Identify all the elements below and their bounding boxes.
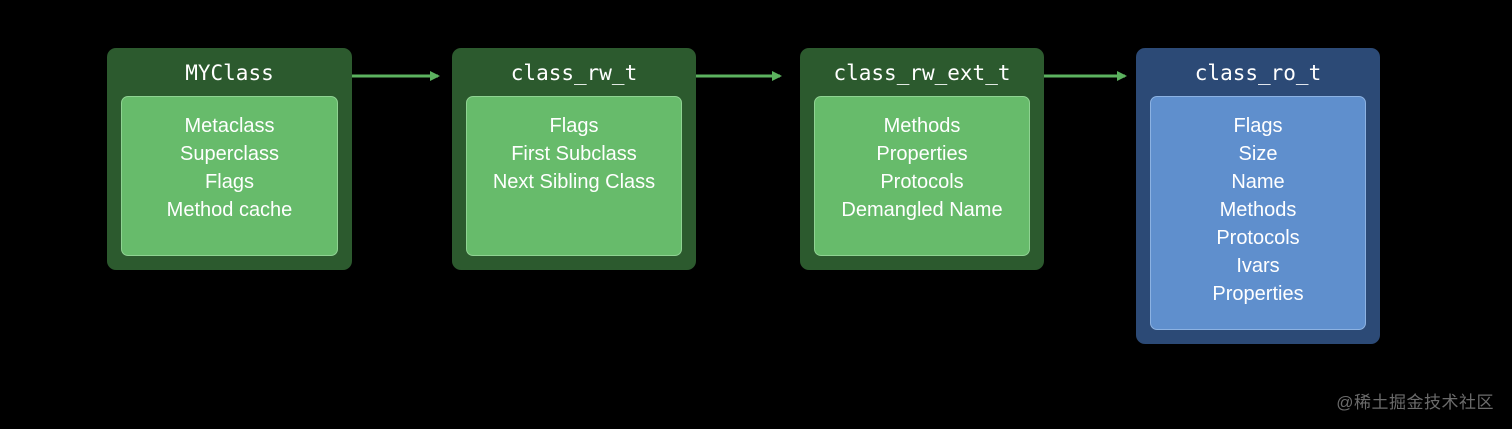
field: Method cache bbox=[166, 199, 293, 221]
node-fields: Flags First Subclass Next Sibling Class bbox=[466, 96, 682, 256]
node-fields: Methods Properties Protocols Demangled N… bbox=[814, 96, 1030, 256]
field: Size bbox=[1238, 143, 1278, 165]
field: First Subclass bbox=[511, 143, 637, 165]
field: Ivars bbox=[1236, 255, 1280, 277]
field: Protocols bbox=[1216, 227, 1300, 249]
node-fields: Flags Size Name Methods Protocols Ivars … bbox=[1150, 96, 1366, 330]
field: Metaclass bbox=[184, 115, 275, 137]
field: Protocols bbox=[880, 171, 964, 193]
watermark: @稀土掘金技术社区 bbox=[1336, 393, 1494, 412]
field: Demangled Name bbox=[841, 199, 1003, 221]
field: Name bbox=[1231, 171, 1285, 193]
field: Superclass bbox=[180, 143, 279, 165]
node-myclass: MYClass Metaclass Superclass Flags Metho… bbox=[107, 48, 352, 270]
field: Methods bbox=[1219, 199, 1297, 221]
node-class-rw-ext-t: class_rw_ext_t Methods Properties Protoc… bbox=[800, 48, 1044, 270]
node-title: MYClass bbox=[185, 61, 274, 85]
field: Next Sibling Class bbox=[492, 171, 656, 193]
node-title: class_rw_ext_t bbox=[833, 61, 1011, 85]
node-class-rw-t: class_rw_t Flags First Subclass Next Sib… bbox=[452, 48, 696, 270]
node-class-ro-t: class_ro_t Flags Size Name Methods Proto… bbox=[1136, 48, 1380, 344]
field: Flags bbox=[205, 171, 254, 193]
field: Properties bbox=[1212, 283, 1304, 305]
node-fields: Metaclass Superclass Flags Method cache bbox=[121, 96, 338, 256]
field: Flags bbox=[1233, 115, 1283, 137]
field: Methods bbox=[883, 115, 961, 137]
node-title: class_ro_t bbox=[1194, 61, 1322, 85]
node-title: class_rw_t bbox=[510, 61, 638, 85]
field: Flags bbox=[549, 115, 599, 137]
field: Properties bbox=[876, 143, 968, 165]
